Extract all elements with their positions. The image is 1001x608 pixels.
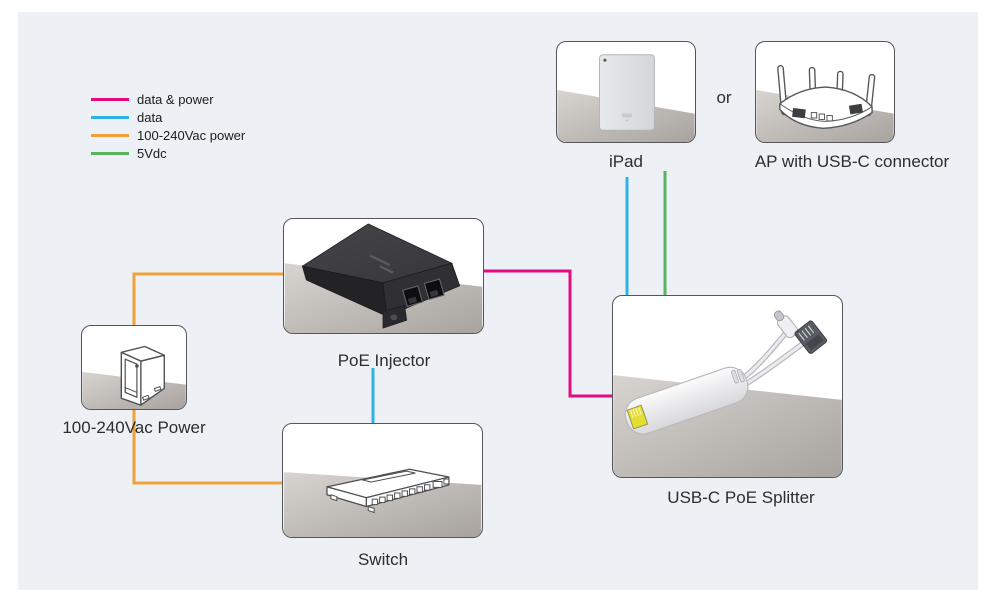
legend-swatch-data-power <box>91 97 129 101</box>
ipad-camera-dot <box>603 58 607 62</box>
node-ipad <box>556 41 696 143</box>
legend-row-5vdc: 5Vdc <box>91 144 245 162</box>
node-ap <box>755 41 895 143</box>
legend-label: 5Vdc <box>137 145 167 161</box>
poe-injector-image <box>284 223 483 333</box>
usbc-poe-splitter-image <box>613 310 842 477</box>
legend-label: 100-240Vac power <box>137 127 246 143</box>
node-poe-injector <box>283 218 484 334</box>
node-usbc-poe-splitter <box>612 295 843 478</box>
legend-swatch-data <box>91 115 129 119</box>
poe-injector-label: PoE Injector <box>337 351 431 370</box>
or-label: or <box>716 88 732 107</box>
usbc-poe-splitter-label: USB-C PoE Splitter <box>667 488 815 507</box>
rj45-connector <box>794 320 828 354</box>
node-ac-power <box>81 325 187 410</box>
splitter-body <box>624 366 749 435</box>
rj45-ports <box>402 278 445 307</box>
legend-row-data-power: data & power <box>91 90 245 108</box>
legend-label: data & power <box>137 91 214 107</box>
legend-swatch-5vdc <box>91 151 129 155</box>
ipad-image <box>557 54 695 142</box>
splitter-cables <box>739 330 810 387</box>
usbc-connector <box>773 310 799 339</box>
switch-image <box>283 468 482 537</box>
legend-label: data <box>137 109 163 125</box>
ac-power-label: 100-240Vac Power <box>62 418 206 437</box>
legend-row-ac-power: 100-240Vac power <box>91 126 245 144</box>
ap-image <box>756 65 894 142</box>
switch-label: Switch <box>357 550 409 569</box>
ipad-label: iPad <box>608 152 644 171</box>
splitter-poe-port <box>626 404 649 430</box>
legend-row-data: data <box>91 108 245 126</box>
node-switch <box>282 423 483 538</box>
switch-ports <box>371 478 450 506</box>
legend-swatch-ac-power <box>91 133 129 137</box>
legend: data & power data 100-240Vac power 5Vdc <box>91 90 245 162</box>
ac-power-image <box>82 345 186 409</box>
ap-label: AP with USB-C connector <box>754 152 950 171</box>
